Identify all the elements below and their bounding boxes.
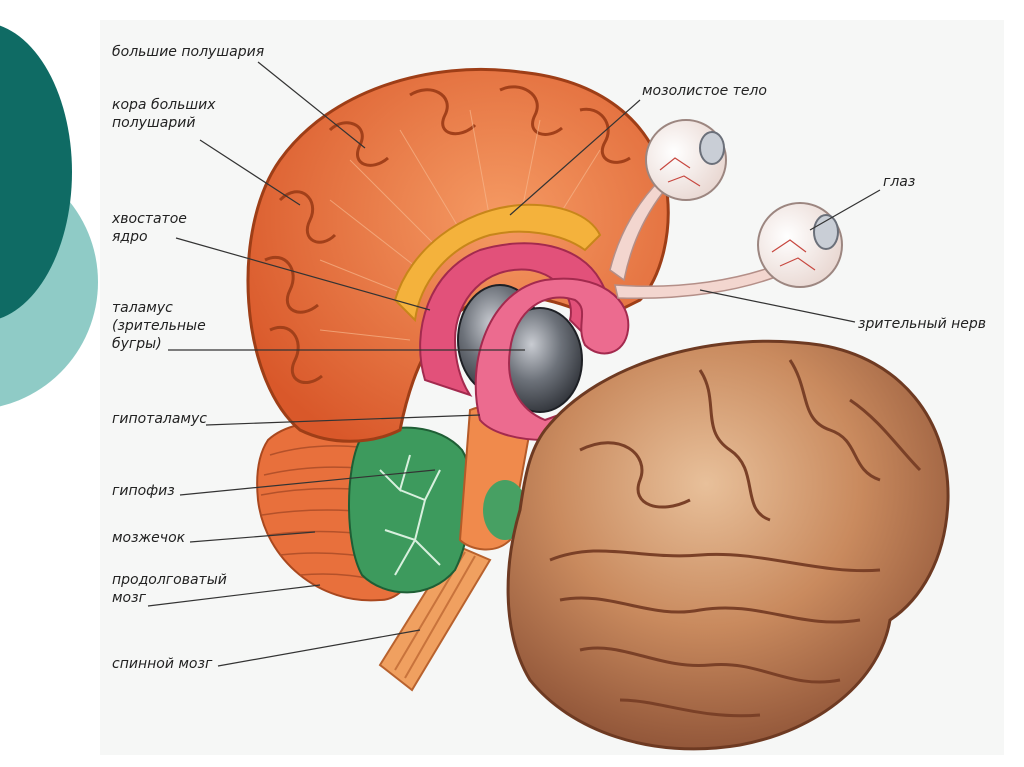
leader-hemispheres <box>257 61 366 149</box>
label-hypothalamus: гипоталамус <box>112 411 207 427</box>
slide-decoration <box>0 25 98 407</box>
leader-callosum <box>509 99 641 216</box>
label-cortex: кора больших полушарий <box>112 97 216 131</box>
leader-cerebellum <box>189 531 316 543</box>
label-cerebellum: мозжечок <box>112 530 186 546</box>
leader-caudate <box>175 237 431 311</box>
leader-hypothalamus <box>205 414 481 426</box>
leader-optic-nerve <box>699 289 856 323</box>
label-caudate: хвостатое ядро <box>112 211 187 245</box>
label-thalamus: таламус (зрительные бугры) <box>112 300 206 352</box>
leader-cortex <box>199 139 301 206</box>
corpus-callosum-shape <box>393 203 602 323</box>
label-hemispheres: большие полушария <box>112 44 265 60</box>
label-medulla: продолговатый мозг <box>112 572 227 606</box>
eye-upper <box>645 119 727 201</box>
fornix-shape <box>474 277 630 442</box>
label-optic-nerve: зрительный нерв <box>858 316 987 332</box>
cerebellum-arbor-vitae <box>348 426 473 594</box>
label-pituitary: гипофиз <box>112 483 175 499</box>
teal-dark-circle <box>0 25 72 319</box>
label-spinal-cord: спинной мозг <box>112 656 213 672</box>
label-corpus-callosum: мозолистое тело <box>642 83 767 99</box>
leader-medulla <box>147 584 321 607</box>
leader-eye <box>809 189 881 231</box>
leader-pituitary <box>179 469 436 496</box>
label-eye: глаз <box>883 174 916 190</box>
leader-spinal <box>217 629 421 667</box>
